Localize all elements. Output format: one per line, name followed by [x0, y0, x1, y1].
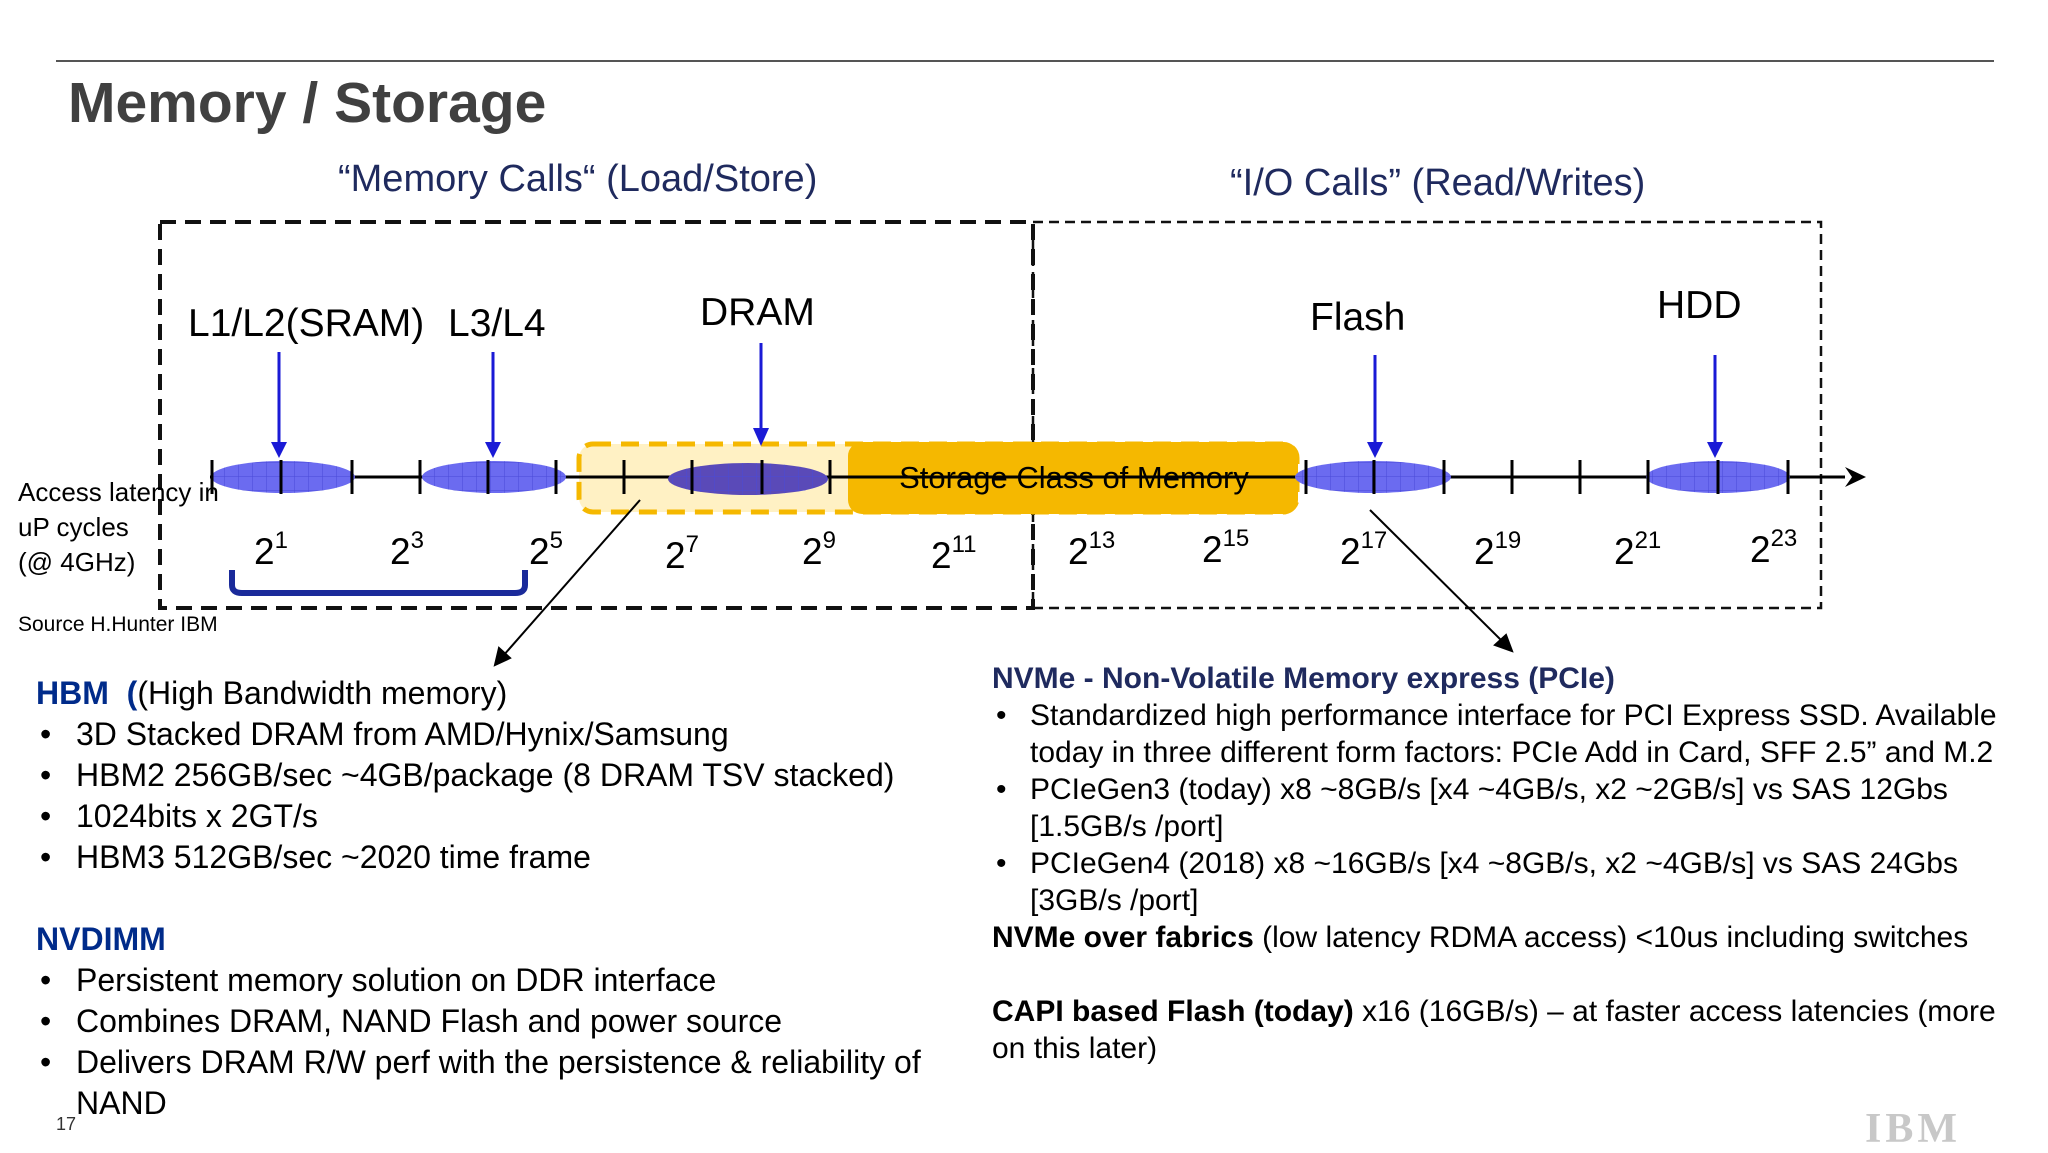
sram-ellipse — [211, 461, 355, 493]
access-latency-line-3: (@ 4GHz) — [18, 547, 136, 577]
sram-l3-bracket — [229, 570, 528, 596]
access-latency-line-1: Access latency in — [18, 477, 219, 507]
hbm-heading: HBM ((High Bandwidth memory) — [36, 675, 508, 711]
page-title: Memory / Storage — [68, 71, 547, 135]
io-calls-box — [1031, 220, 1823, 610]
tick-label: 217 — [1340, 527, 1388, 572]
label-sram: L1/L2(SRAM) — [188, 302, 425, 345]
hbm-heading-rest: (High Bandwidth memory) — [137, 675, 508, 711]
callout-arrows — [493, 499, 1514, 667]
list-item: Standardized high performance interface … — [992, 697, 2022, 771]
nvme-list: Standardized high performance interface … — [992, 697, 2022, 919]
source-note: Source H.Hunter IBM — [18, 613, 218, 636]
list-item: Combines DRAM, NAND Flash and power sour… — [36, 1001, 986, 1042]
right-column: NVMe - Non-Volatile Memory express (PCIe… — [992, 660, 2022, 1067]
tick-label: 223 — [1750, 525, 1798, 570]
left-column: HBM ((High Bandwidth memory) 3D Stacked … — [36, 673, 986, 1124]
memory-calls-box — [158, 220, 1035, 610]
tick-label: 215 — [1202, 525, 1250, 570]
page-number: 17 — [56, 1114, 77, 1134]
tick-label: 221 — [1614, 527, 1662, 572]
list-item: 3D Stacked DRAM from AMD/Hynix/Samsung — [36, 714, 986, 755]
list-item: PCIeGen4 (2018) x8 ~16GB/s [x4 ~8GB/s, x… — [992, 845, 2022, 919]
label-dram: DRAM — [700, 291, 815, 334]
memory-calls-header: “Memory Calls“ (Load/Store) — [338, 158, 818, 200]
top-rule — [56, 60, 1994, 62]
latency-diagram — [158, 220, 1866, 667]
tick-label: 25 — [529, 527, 563, 572]
tick-label: 27 — [665, 531, 699, 576]
arrowheads — [271, 428, 1723, 458]
list-item: HBM2 256GB/sec ~4GB/package (8 DRAM TSV … — [36, 755, 986, 796]
ibm-logo: IBM — [1865, 1106, 1961, 1152]
list-item: 1024bits x 2GT/s — [36, 796, 986, 837]
label-hdd: HDD — [1657, 284, 1742, 327]
list-item: HBM3 512GB/sec ~2020 time frame — [36, 837, 986, 878]
nvme-heading: NVMe - Non-Volatile Memory express (PCIe… — [992, 662, 1615, 695]
tick-label: 211 — [931, 531, 977, 576]
axis-arrowhead — [1845, 467, 1866, 487]
tick-label: 219 — [1474, 527, 1522, 572]
label-l3l4: L3/L4 — [448, 302, 546, 345]
pointer-arrows — [277, 343, 1717, 446]
tick-label: 29 — [802, 527, 836, 572]
nvdimm-list: Persistent memory solution on DDR interf… — [36, 960, 986, 1124]
list-item: PCIeGen3 (today) x8 ~8GB/s [x4 ~4GB/s, x… — [992, 771, 2022, 845]
tick-label: 213 — [1068, 527, 1116, 572]
tick-label: 23 — [390, 527, 424, 572]
storage-class-label: Storage Class of Memory — [899, 460, 1249, 495]
label-flash: Flash — [1310, 296, 1406, 339]
access-latency-label: Access latency in uP cycles (@ 4GHz) — [18, 475, 219, 580]
access-latency-line-2: uP cycles — [18, 512, 129, 542]
dram-ellipse — [668, 463, 828, 495]
list-item: Delivers DRAM R/W perf with the persiste… — [36, 1042, 986, 1124]
io-calls-header: “I/O Calls” (Read/Writes) — [1230, 162, 1646, 204]
axis-ticks — [210, 460, 1790, 494]
hbm-list: 3D Stacked DRAM from AMD/Hynix/Samsung H… — [36, 714, 986, 878]
list-item: Persistent memory solution on DDR interf… — [36, 960, 986, 1001]
nvdimm-heading: NVDIMM — [36, 921, 166, 957]
capi-line: CAPI based Flash (today) x16 (16GB/s) – … — [992, 995, 1996, 1065]
l3l4-ellipse — [422, 461, 566, 493]
tick-label: 21 — [254, 527, 288, 572]
nvme-fabrics-line: NVMe over fabrics (low latency RDMA acce… — [992, 921, 1969, 954]
